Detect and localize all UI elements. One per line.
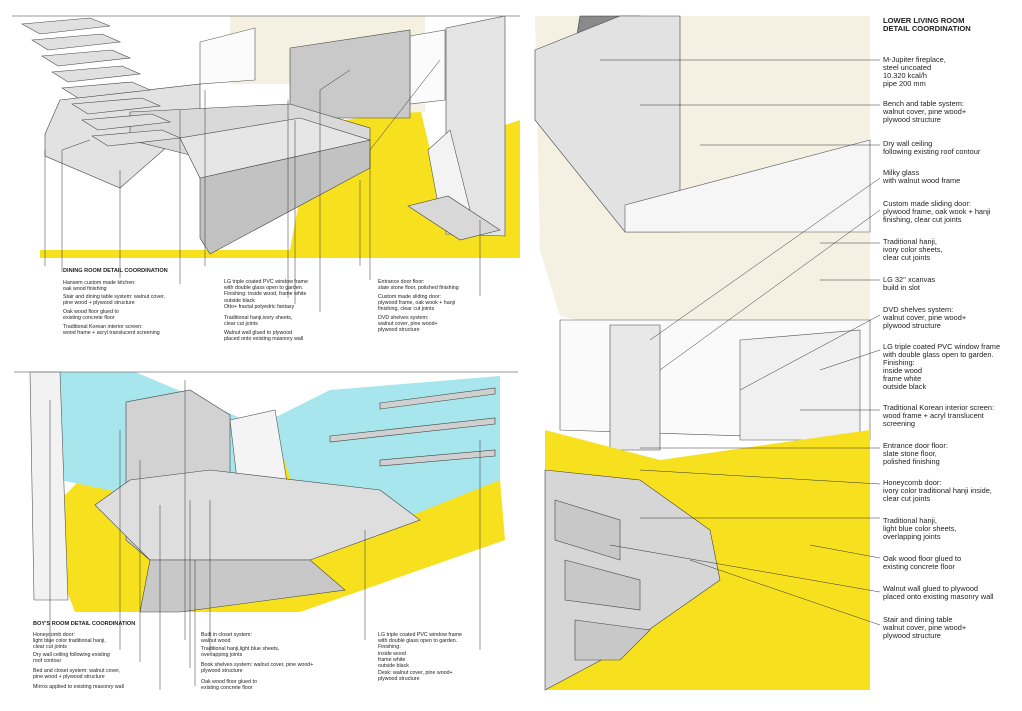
dining-label-walnut-wall: Walnut wall glued to plywood placed onto… bbox=[224, 330, 304, 343]
living-label-xcanvas: LG 32'' xcanvas build in slot bbox=[883, 275, 936, 293]
dining-label-stair-table: Stair and dining table system: walnut co… bbox=[63, 294, 165, 307]
living-label-bench-table: Bench and table system: walnut cover, pi… bbox=[883, 99, 967, 125]
living-label-milky-glass: Milky glass with walnut wood frame bbox=[883, 168, 961, 186]
dining-label-fractal: Otto+ fractal polyedric fantasy bbox=[224, 304, 295, 310]
living-label-sliding-door: Custom made sliding door: plywood frame,… bbox=[883, 199, 991, 225]
dining-label-sliding-door: Custom made sliding door: plywood frame,… bbox=[378, 294, 455, 313]
dining-room-illustration bbox=[12, 15, 520, 260]
boys-room-illustration bbox=[14, 371, 518, 613]
living-label-entrance-floor: Entrance door floor: slate stone floor, … bbox=[883, 441, 948, 467]
boys-label-lg-window: LG triple coated PVC window frame with d… bbox=[378, 632, 462, 670]
living-label-dry-wall: Dry wall ceiling following existing roof… bbox=[883, 139, 981, 157]
living-label-honeycomb-door: Honeycomb door: ivory color traditional … bbox=[883, 478, 992, 504]
dining-label-oak-floor: Oak wood floor glued to existing concret… bbox=[63, 309, 119, 322]
leader-lines bbox=[44, 59, 881, 690]
living-label-stair-table: Stair and dining table walnut cover, pin… bbox=[883, 615, 967, 641]
living-room-title: LOWER LIVING ROOM DETAIL COORDINATION bbox=[883, 16, 971, 34]
boys-label-honeycomb-door: Honeycomb door: light blue color traditi… bbox=[33, 632, 106, 651]
boys-label-mirrors: Mirros applied to existing masonry wall bbox=[33, 684, 124, 690]
dining-label-entrance-floor: Entrance door floor: slate stone floor, … bbox=[378, 279, 459, 292]
panel-rules bbox=[12, 15, 520, 373]
boys-label-desk: Desk: walnut cover, pine wood+ plywood s… bbox=[378, 670, 453, 683]
living-label-dvd-shelves: DVD shelves system: walnut cover, pine w… bbox=[883, 305, 967, 331]
dining-label-hanji: Traditional hanji,ivory sheets, clear cu… bbox=[224, 315, 293, 328]
dining-label-lg-window: LG triple coated PVC window frame with d… bbox=[224, 279, 308, 304]
living-label-hanji-blue: Traditional hanji, light blue color shee… bbox=[883, 516, 957, 542]
dining-room-title: DINING ROOM DETAIL COORDINATION bbox=[63, 268, 168, 274]
boys-label-oak-floor: Oak wood floor glued to existing concret… bbox=[201, 679, 257, 692]
living-room-illustration bbox=[534, 15, 871, 691]
living-label-hanji-ivory: Traditional hanji, ivory color sheets, c… bbox=[883, 237, 943, 263]
living-label-lg-window: LG triple coated PVC window frame with d… bbox=[883, 342, 1001, 392]
boys-label-hanji-blue: Traditional hanji,light blue sheets, ove… bbox=[201, 646, 280, 659]
dining-label-kitchen: Hansem custom made kitchen: oak wood fin… bbox=[63, 280, 136, 293]
boys-label-closet-system: Built in closet system: walnut wood bbox=[201, 632, 252, 645]
boys-label-dry-wall: Dry wall ceiling following existing roof… bbox=[33, 652, 110, 665]
living-label-korean-screen: Traditional Korean interior screen: wood… bbox=[883, 403, 995, 429]
boys-room-title: BOY'S ROOM DETAIL COORDINATION bbox=[33, 621, 136, 627]
boys-label-book-shelves: Book shelves system: walnut cover, pine … bbox=[201, 662, 314, 675]
living-label-walnut-wall: Walnut wall glued to plywood placed onto… bbox=[883, 584, 994, 602]
living-label-oak-floor: Oak wood floor glued to existing concret… bbox=[883, 554, 962, 572]
living-label-fireplace: M-Jupiter fireplace, steel uncoated 10.3… bbox=[883, 55, 946, 89]
dining-label-korean-screen: Traditional Korean interior screen: wood… bbox=[63, 324, 160, 337]
boys-label-bed-closet: Bed and closet system: walnut cover, pin… bbox=[33, 668, 121, 681]
dining-label-dvd-shelves: DVD shelves system: walnut cover, pine w… bbox=[378, 315, 438, 334]
